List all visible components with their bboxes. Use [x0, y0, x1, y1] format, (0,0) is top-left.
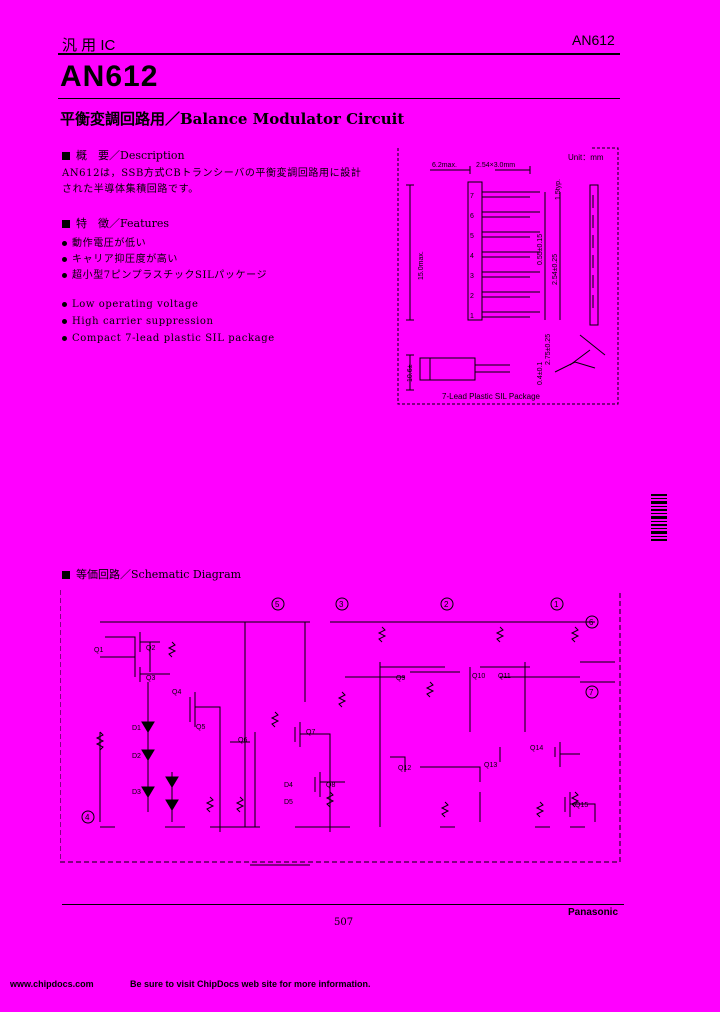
q7-label: Q7 — [306, 729, 315, 736]
package-pin-2: 2 — [470, 293, 474, 300]
feature-jp-2: キャリア抑圧度が高い — [62, 250, 178, 265]
d3-label: D3 — [132, 789, 141, 796]
description-heading-text: 概 要／Description — [76, 149, 185, 162]
feature-jp-1-text: 動作電圧が低い — [72, 238, 147, 249]
package-dim-3: 15.0max. — [418, 251, 425, 280]
description-line-1: AN612は，SSB方式CBトランシーバの平衡変調回路用に設計 — [62, 168, 362, 179]
bullet-icon — [62, 319, 67, 324]
footer-note: Be sure to visit ChipDocs web site for m… — [130, 979, 371, 989]
q4-label: Q4 — [172, 689, 181, 696]
package-dim-7: 2.75±0.25 — [545, 334, 552, 365]
package-dim-9: 1.5typ. — [555, 179, 562, 200]
bullet-icon — [62, 273, 67, 278]
footer-rule — [62, 904, 624, 905]
title-rule — [58, 98, 620, 99]
bullet-icon — [62, 302, 67, 307]
square-bullet-icon — [62, 152, 70, 160]
d5-label: D5 — [284, 799, 293, 806]
bullet-icon — [62, 257, 67, 262]
q2-label: Q2 — [146, 645, 155, 652]
page-number: 507 — [334, 917, 354, 928]
features-heading: 特 徴／Features — [62, 215, 169, 231]
feature-en-2: High carrier suppression — [62, 316, 214, 327]
package-unit: Unit：mm — [568, 153, 604, 162]
q5-label: Q5 — [196, 724, 205, 731]
package-dim-2: 2.54×3.0mm — [476, 162, 515, 169]
package-pin-5: 5 — [470, 233, 474, 240]
subtitle: 平衡変調回路用／Balance Modulator Circuit — [60, 110, 405, 128]
d4-label: D4 — [284, 782, 293, 789]
package-caption: 7-Lead Plastic SIL Package — [442, 392, 541, 401]
package-dim-5: 2.54±0.25 — [552, 254, 559, 285]
schematic-diagram: 5 3 2 1 6 7 4 Q1 Q2 Q3 Q4 Q5 Q6 Q7 Q8 Q9… — [60, 590, 621, 866]
features-heading-text: 特 徴／Features — [76, 217, 170, 230]
header-category: 汎 用 IC — [62, 37, 116, 54]
feature-jp-1: 動作電圧が低い — [62, 234, 146, 249]
bullet-icon — [62, 336, 67, 341]
feature-en-2-text: High carrier suppression — [72, 316, 214, 327]
feature-jp-3-text: 超小型7ピンプラスチックSILパッケージ — [72, 270, 268, 281]
q8-label: Q8 — [326, 782, 335, 789]
package-pin-7: 7 — [470, 193, 474, 200]
q12-label: Q12 — [398, 765, 411, 772]
square-bullet-icon — [62, 220, 70, 228]
footer-site-link[interactable]: www.chipdocs.com — [10, 979, 94, 989]
schematic-heading-text: 等価回路／Schematic Diagram — [76, 568, 242, 581]
package-pin-1: 1 — [470, 313, 474, 320]
feature-en-3: Compact 7-lead plastic SIL package — [62, 333, 275, 344]
node-3-label: 3 — [339, 600, 344, 609]
description-line-2: された半導体集積回路です。 — [62, 184, 199, 195]
d1-label: D1 — [132, 725, 141, 732]
q10-label: Q10 — [472, 673, 485, 680]
node-7-label: 7 — [589, 688, 594, 697]
node-2-label: 2 — [444, 600, 449, 609]
package-dim-4: 0.55±0.15 — [537, 234, 544, 265]
q1-label: Q1 — [94, 647, 103, 654]
package-dim-8: 0.4±0.1 — [537, 362, 544, 385]
header-rule — [58, 53, 620, 55]
d2-label: D2 — [132, 753, 141, 760]
package-drawing: Unit：mm 6.2max. 2.54×3.0mm 15.0max. 0.55… — [397, 147, 619, 405]
q6-label: Q6 — [238, 737, 247, 744]
node-5-label: 5 — [275, 600, 280, 609]
package-dim-1: 6.2max. — [432, 162, 457, 169]
package-pin-4: 4 — [470, 253, 474, 260]
side-index-tab — [651, 494, 667, 541]
description-heading: 概 要／Description — [62, 147, 185, 163]
node-1-label: 1 — [554, 600, 559, 609]
header-part-number: AN612 — [572, 32, 615, 48]
square-bullet-icon — [62, 571, 70, 579]
bullet-icon — [62, 241, 67, 246]
node-4-label: 4 — [85, 813, 90, 822]
package-pin-3: 3 — [470, 273, 474, 280]
q11-label: Q11 — [498, 673, 511, 680]
feature-jp-3: 超小型7ピンプラスチックSILパッケージ — [62, 266, 267, 281]
package-pins — [482, 191, 540, 318]
schematic-heading: 等価回路／Schematic Diagram — [62, 566, 241, 582]
feature-en-1-text: Low operating voltage — [72, 299, 199, 310]
q9-label: Q9 — [396, 675, 405, 682]
q15-label: Q15 — [575, 802, 588, 809]
q14-label: Q14 — [530, 745, 543, 752]
q3-label: Q3 — [146, 675, 155, 682]
node-6-label: 6 — [589, 618, 594, 627]
part-title: AN612 — [60, 60, 159, 93]
feature-en-3-text: Compact 7-lead plastic SIL package — [72, 333, 275, 344]
package-dim-6: 10.6± — [407, 364, 414, 382]
brand-logo: Panasonic — [568, 907, 619, 918]
feature-jp-2-text: キャリア抑圧度が高い — [72, 254, 178, 265]
package-pin-6: 6 — [470, 213, 474, 220]
q13-label: Q13 — [484, 762, 497, 769]
feature-en-1: Low operating voltage — [62, 299, 199, 310]
